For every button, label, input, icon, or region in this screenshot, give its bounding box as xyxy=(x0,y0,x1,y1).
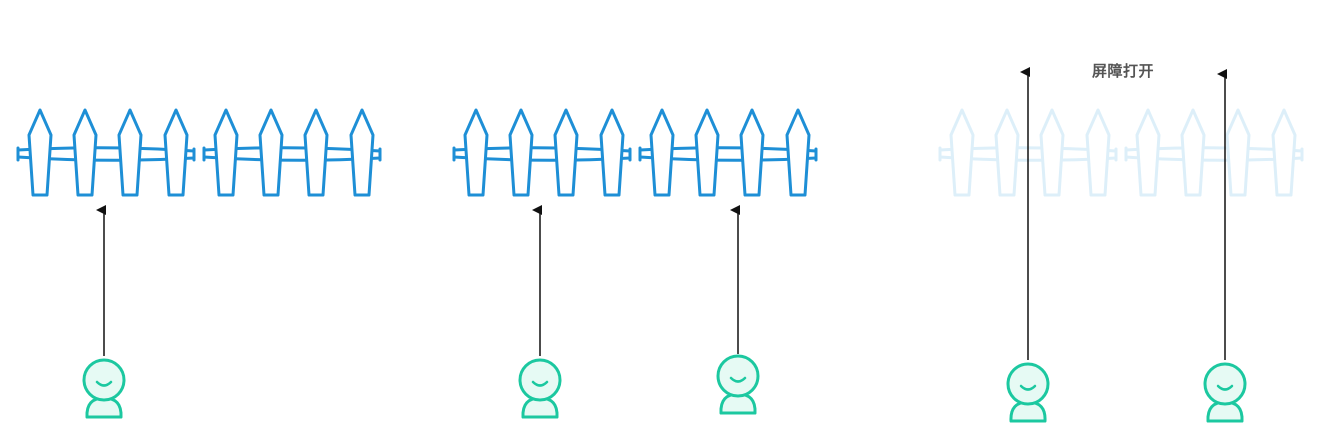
person-icon xyxy=(82,358,126,419)
fence-icon xyxy=(638,108,818,197)
person-icon xyxy=(1203,362,1247,423)
person-icon xyxy=(1006,362,1050,423)
barrier-open-caption: 屏障打开 xyxy=(1092,62,1155,80)
fence-icon xyxy=(452,108,632,197)
fence-icon xyxy=(202,108,382,197)
fence-icon xyxy=(16,108,196,197)
person-icon xyxy=(518,358,562,419)
fence-icon xyxy=(1124,108,1304,197)
person-icon xyxy=(716,354,760,415)
